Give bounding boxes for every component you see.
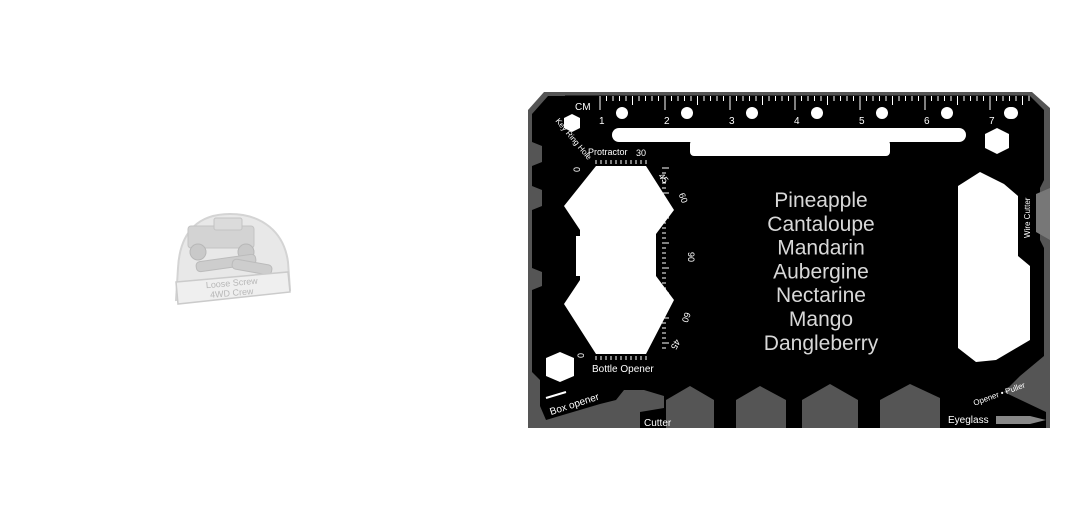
cutter-label: Cutter [644,418,672,429]
angle-60-bottom-label: 60 [680,311,693,324]
bottle-opener-label: Bottle Opener [592,364,654,375]
angle-60-top-label: 60 [677,192,690,205]
ruler-hole [811,107,823,119]
ruler-number: 7 [989,116,995,127]
ruler-hole [1004,107,1016,119]
bottle-opener-cutout[interactable] [564,166,674,354]
fruit-list: PineappleCantaloupeMandarinAubergineNect… [764,189,879,355]
wire-cutter-cutout[interactable] [958,172,1030,362]
ruler-number: 6 [924,116,930,127]
angle-90-label: 90 [686,252,696,262]
ruler-hole [616,107,628,119]
crew-logo: Loose Screw 4WD Crew [174,212,292,305]
slot-tab [690,140,890,156]
ruler-unit: CM [575,102,591,113]
logo-line1: Loose Screw [205,276,258,291]
angle-45-top-label: 45 [656,171,670,185]
logo-banner [175,271,291,305]
protractor-label: Protractor [588,147,628,157]
ruler-number: 2 [664,116,670,127]
fruit-item: Dangleberry [764,332,879,355]
fruit-item: Pineapple [774,189,867,212]
protractor-scale [595,160,669,360]
key-ring-hole [564,114,580,132]
fruit-item: Nectarine [776,284,866,307]
fruit-item: Cantaloupe [767,213,874,236]
fruit-item: Mango [789,308,853,331]
angle-0-top-label: 0 [572,167,582,172]
screws-icon [195,253,273,276]
ruler-numbers: 1 2 3 4 5 6 7 8 [599,116,1060,127]
ruler-hole [681,107,693,119]
fruit-item: Aubergine [773,260,869,283]
ruler-hole [941,107,953,119]
wire-cutter-label: Wire Cutter [1023,197,1032,238]
angle-30-label: 30 [636,148,646,158]
bottle-notch [576,236,584,276]
eyeglass-label: Eyeglass [948,415,989,426]
hex-wrench-hole-lower [546,352,574,382]
hex-wrench-hole [985,128,1009,154]
ruler-number: 4 [794,116,800,127]
box-opener-edge [545,391,567,399]
ruler-hole [746,107,758,119]
ruler-number: 3 [729,116,735,127]
eyeglass-screwdriver [996,416,1046,424]
wire-cutter-jaw [1036,188,1050,240]
ruler-hole [876,107,888,119]
ruler-ticks [599,96,1030,110]
angle-45-bottom-label: 45 [669,338,683,352]
long-slot [612,128,966,142]
ruler-number: 5 [859,116,865,127]
card-body [532,96,1046,428]
angle-0-bottom-label: 0 [576,353,586,358]
logo-line2: 4WD Crew [210,286,255,300]
ruler-number: 1 [599,116,605,127]
ruler-holes [616,107,1018,119]
ruler-number: 8 [1054,116,1060,127]
fruit-item: Mandarin [777,237,865,260]
